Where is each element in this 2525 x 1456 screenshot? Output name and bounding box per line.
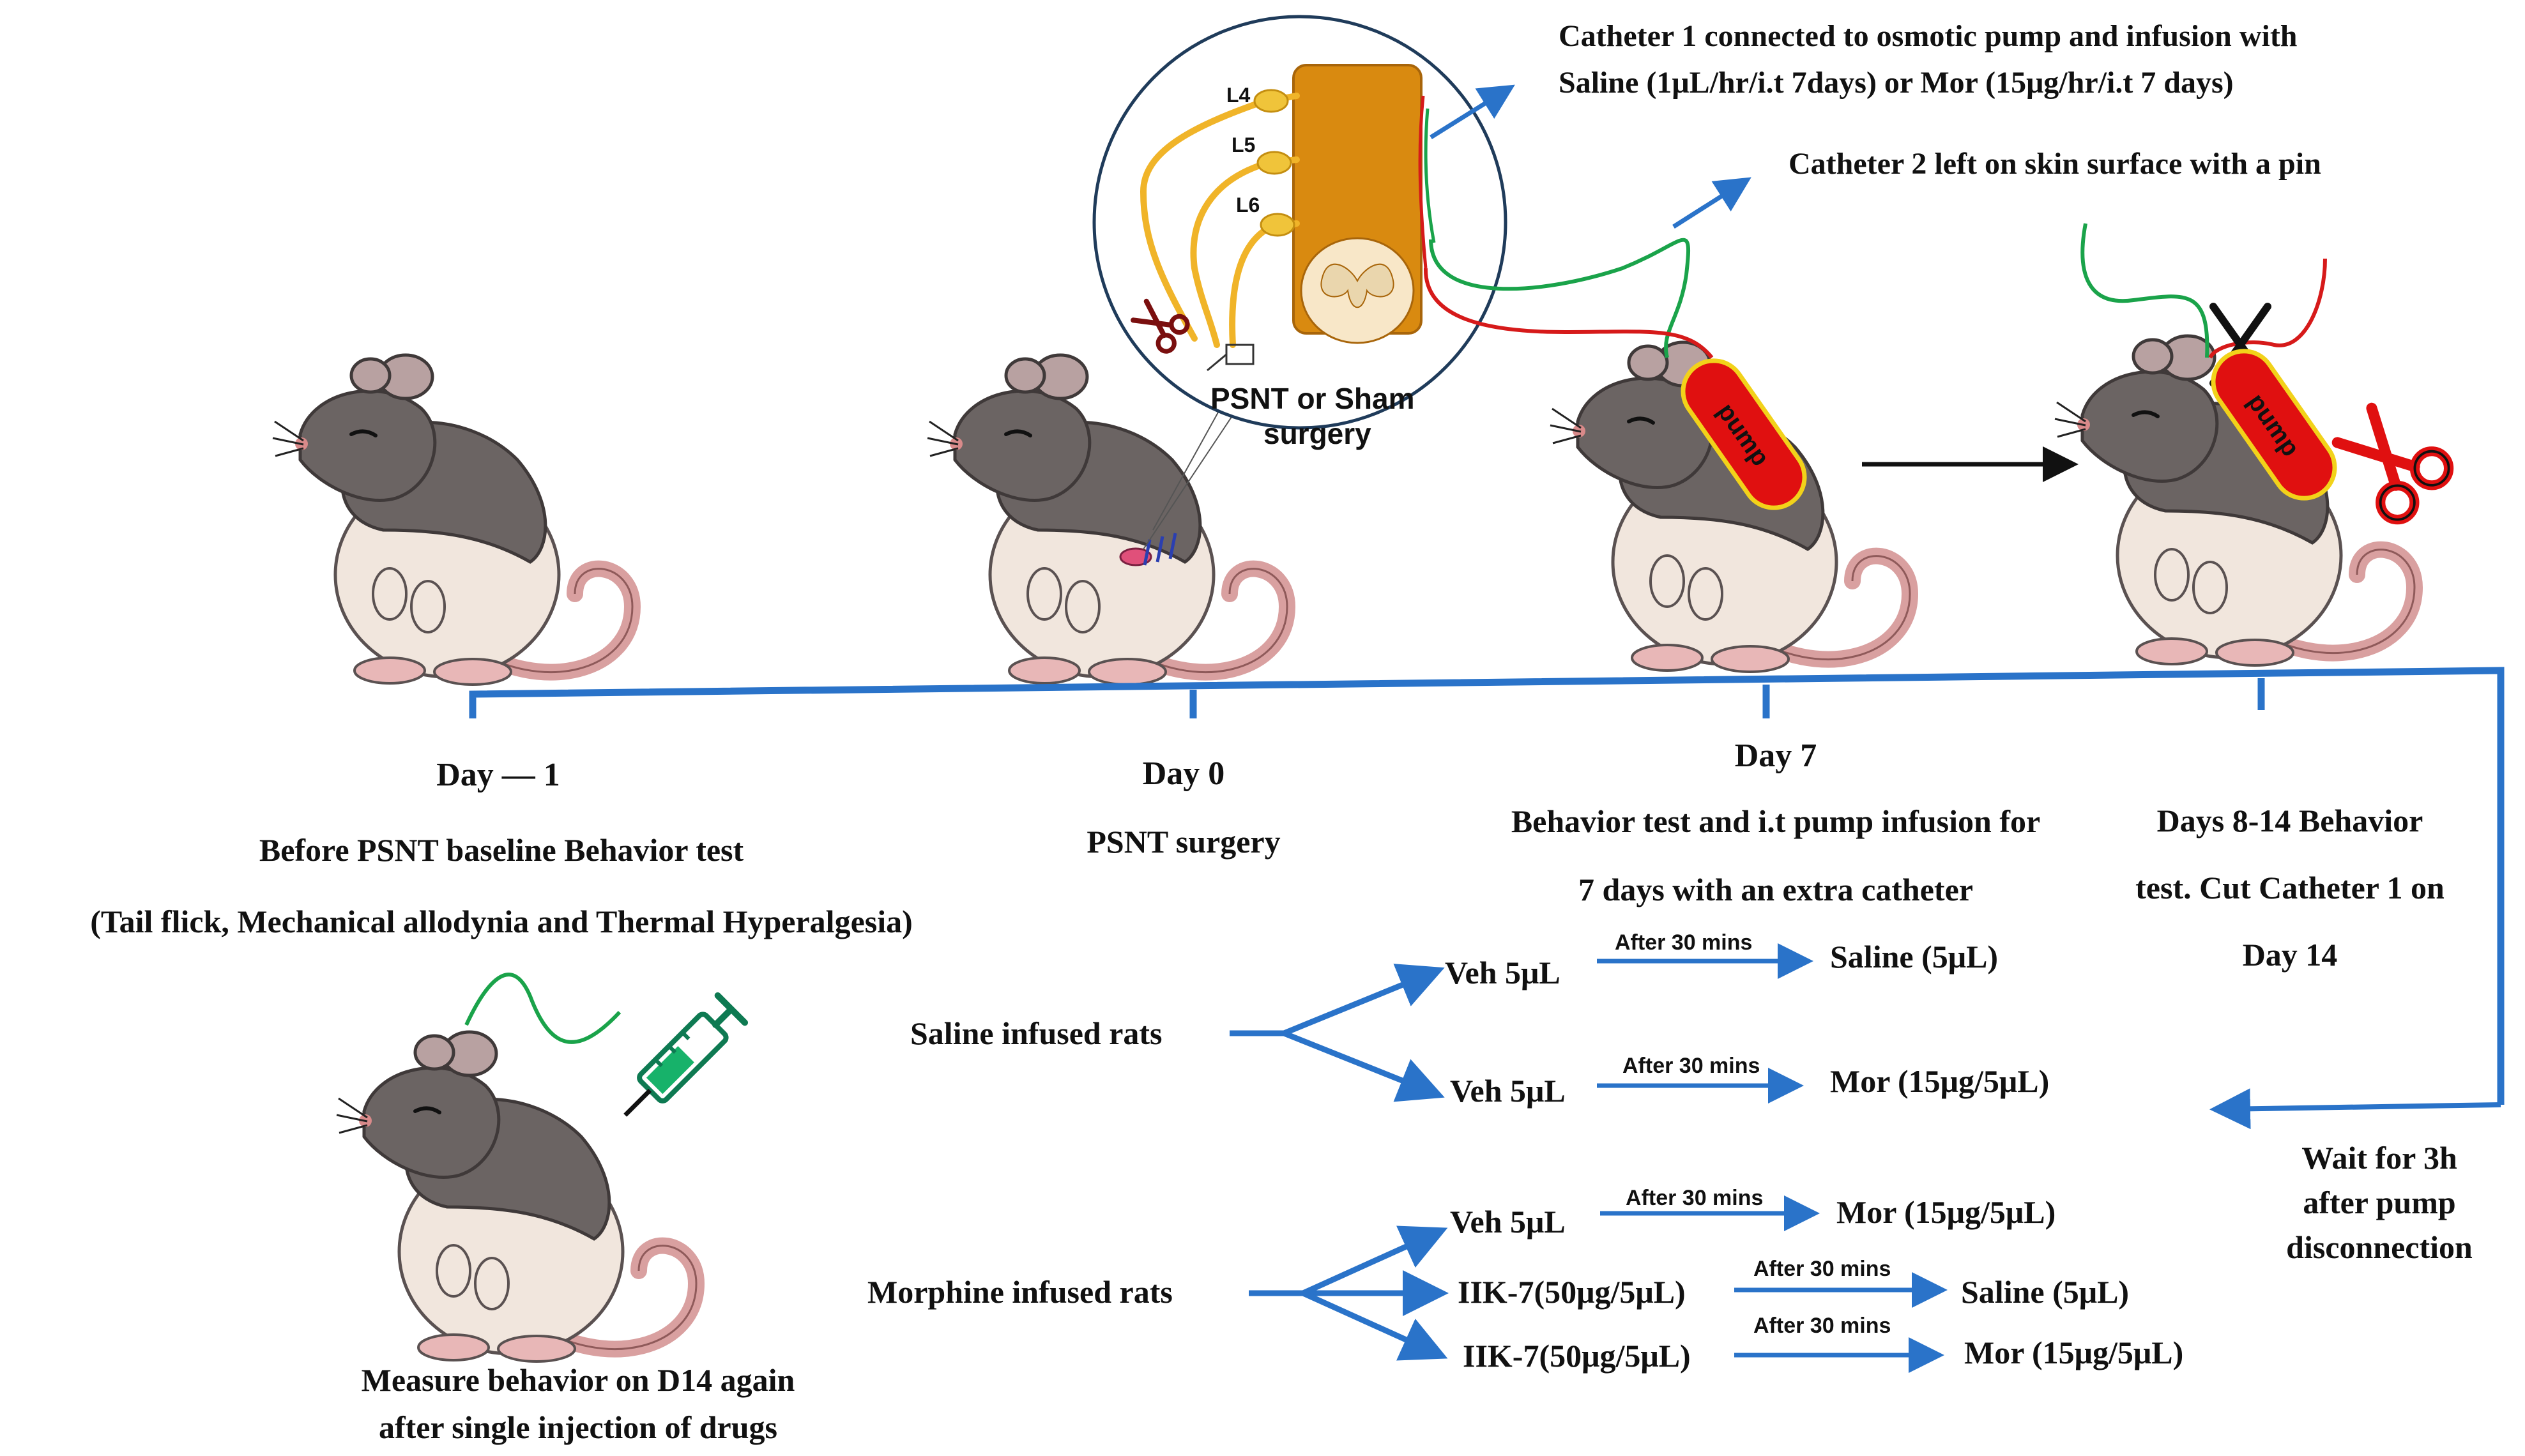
incision-mark	[1119, 533, 1177, 566]
drg-l4	[1253, 89, 1289, 113]
surgery-label-line2: surgery	[1263, 417, 1371, 450]
saline-b1-second: Saline (5μL)	[1830, 939, 1998, 974]
timeline-axis	[469, 667, 2505, 1105]
drg-l5	[1256, 151, 1292, 175]
morphine-branch-arrow-3	[1302, 1290, 1448, 1361]
morphine-b3-interval: After 30 mins	[1753, 1314, 1891, 1338]
catheter-2-green	[1429, 238, 1691, 358]
nerve-ligation-inset: L4 L5 L6 PSNT or Sham surgery	[1092, 15, 1507, 450]
day8-14-line2: test. Cut Catheter 1 on	[2135, 870, 2445, 906]
wait-line1: Wait for 3h	[2301, 1140, 2457, 1176]
scissors-cut-icon-outline	[2379, 450, 2450, 521]
morphine-b3-second: Mor (15μg/5μL)	[1964, 1335, 2183, 1370]
day8-14-line3: Day 14	[2243, 937, 2338, 973]
morphine-b2-second: Saline (5μL)	[1961, 1274, 2129, 1310]
catheter1-text-line1: Catheter 1 connected to osmotic pump and…	[1559, 19, 2298, 53]
catheter1-text-line2: Saline (1μL/hr/i.t 7days) or Mor (15μg/h…	[1559, 66, 2234, 100]
timeline	[469, 667, 2505, 1130]
day7-line1: Behavior test and i.t pump infusion for	[1511, 803, 2040, 839]
morphine-b1-interval: After 30 mins	[1626, 1186, 1763, 1210]
wait-line2: after pump	[2303, 1185, 2455, 1220]
root-label-l6: L6	[1236, 193, 1260, 216]
surgery-label-line1: PSNT or Sham	[1210, 382, 1415, 415]
saline-b2-first: Veh 5μL	[1450, 1073, 1566, 1109]
syringe-icon	[623, 992, 749, 1117]
baseline-line2: (Tail flick, Mechanical allodynia and Th…	[90, 904, 913, 939]
saline-b2-second: Mor (15μg/5μL)	[1830, 1063, 2049, 1099]
wait-line3: disconnection	[2286, 1229, 2473, 1265]
saline-b1-first: Veh 5μL	[1445, 955, 1560, 990]
group-saline-label: Saline infused rats	[910, 1015, 1163, 1051]
group-morphine-label: Morphine infused rats	[867, 1274, 1173, 1310]
morphine-b2-first: IIK-7(50μg/5μL)	[1458, 1274, 1686, 1310]
pump-cut-rat: pump	[2211, 349, 2337, 501]
day8-14-line1: Days 8-14 Behavior	[2157, 803, 2423, 838]
day0-line1: PSNT surgery	[1087, 824, 1280, 860]
inset-catheter-red	[1418, 95, 1428, 269]
day7-label: Day 7	[1735, 738, 1817, 774]
morphine-b3-first: IIK-7(50μg/5μL)	[1463, 1338, 1691, 1374]
morphine-branch-arrow-1	[1302, 1225, 1448, 1296]
catheter2-text: Catheter 2 left on skin surface with a p…	[1789, 147, 2321, 181]
ligation-pointer	[1207, 353, 1227, 372]
day7-line2: 7 days with an extra catheter	[1578, 872, 1973, 907]
root-label-l5: L5	[1232, 133, 1255, 156]
cut-rat-catheter-red	[2208, 258, 2327, 359]
catheter1-callout-arrow	[1430, 84, 1515, 139]
pump-day7: pump	[1681, 358, 1807, 510]
saline-b1-interval: After 30 mins	[1615, 930, 1752, 955]
day0-label: Day 0	[1143, 755, 1225, 792]
cut-rat-catheter-green	[2080, 223, 2209, 358]
baseline-line1: Before PSNT baseline Behavior test	[259, 832, 744, 868]
return-arrow	[2209, 1088, 2501, 1130]
group-saline: Saline infused rats Veh 5μL After 30 min…	[910, 930, 2049, 1109]
measure-line1: Measure behavior on D14 again	[362, 1362, 795, 1398]
measure-line2: after single injection of drugs	[379, 1409, 777, 1445]
rat-baseline	[273, 355, 632, 685]
injection-catheter	[464, 973, 622, 1044]
morphine-b2-interval: After 30 mins	[1753, 1257, 1891, 1281]
inset-catheter-green	[1424, 108, 1436, 243]
saline-branch-arrow-1	[1283, 964, 1445, 1036]
scissors-cut-icon	[2325, 396, 2455, 526]
catheter-1-red	[1423, 268, 1714, 359]
morphine-b1-second: Mor (15μg/5μL)	[1836, 1194, 2056, 1230]
group-morphine: Morphine infused rats Veh 5μL After 30 m…	[867, 1186, 2183, 1374]
root-label-l4: L4	[1226, 84, 1251, 107]
day-minus1-label: Day — 1	[436, 757, 560, 793]
saline-b2-interval: After 30 mins	[1622, 1054, 1760, 1078]
saline-branch-arrow-2	[1283, 1030, 1445, 1102]
drg-l6	[1260, 213, 1295, 237]
morphine-b1-first: Veh 5μL	[1450, 1204, 1566, 1240]
catheter2-callout-arrow	[1672, 177, 1751, 229]
